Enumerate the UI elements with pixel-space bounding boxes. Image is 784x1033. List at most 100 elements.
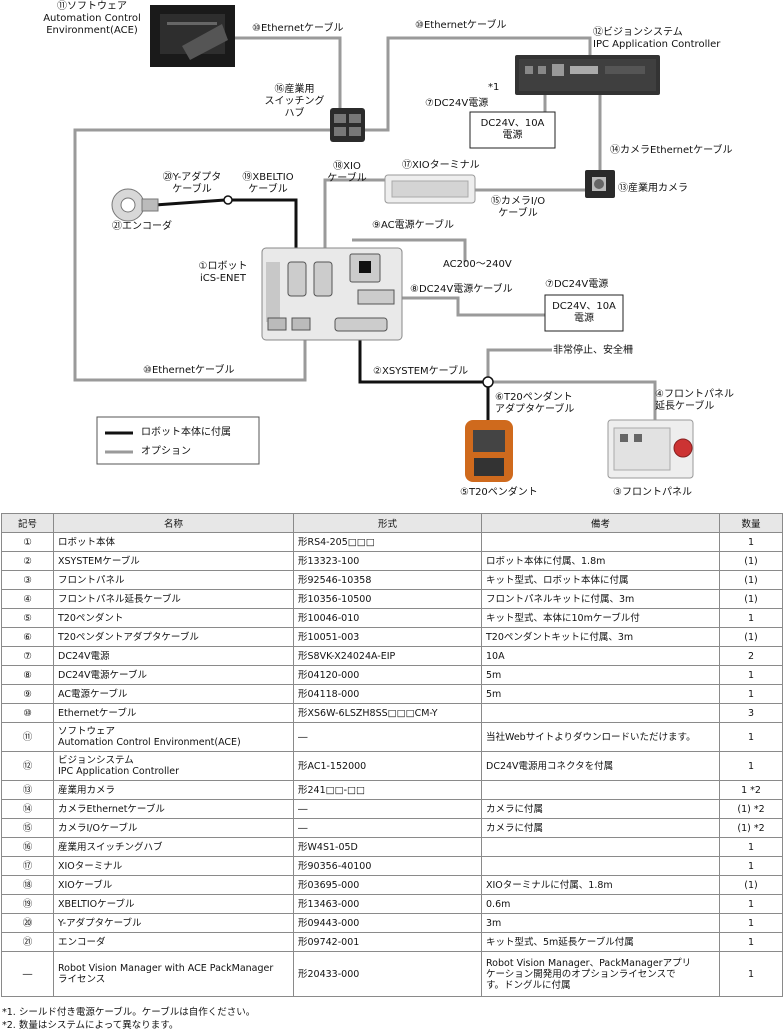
cell-type: 形10051-003 (293, 627, 482, 647)
cell-name: 産業用カメラ (53, 780, 294, 800)
camera-eth-cable-label: ⑭カメラEthernetケーブル (610, 145, 733, 156)
cell-name: ロボット本体 (53, 532, 294, 552)
cell-no: ⑥ (1, 627, 54, 647)
included-cables (154, 198, 490, 420)
robot-controller (261, 247, 403, 341)
cell-type: 形W4S1-05D (293, 837, 482, 857)
estop-cable (486, 348, 552, 382)
note-star-1: *1 (488, 82, 500, 93)
cell-type: 形90356-40100 (293, 856, 482, 876)
cell-name: フロントパネル (53, 570, 294, 590)
dc24v-box-1-text: DC24V、10A 電源 (480, 118, 545, 141)
cell-name: XIOケーブル (53, 875, 294, 895)
cell-note (481, 837, 720, 857)
cell-qty: 1 (719, 684, 783, 704)
cell-type: ― (293, 818, 482, 838)
cell-qty: (1) (719, 551, 783, 571)
header-name: 名称 (53, 513, 294, 533)
cell-name: フロントパネル延長ケーブル (53, 589, 294, 609)
xbeltio-label: ⑲XBELTIO ケーブル (242, 172, 294, 195)
cell-qty: 2 (719, 646, 783, 666)
xio-cable-label: ⑱XIO ケーブル (327, 161, 367, 184)
cell-no: ⑰ (1, 856, 54, 876)
cell-qty: (1) (719, 570, 783, 590)
cell-type: 形09742-001 (293, 932, 482, 952)
y-adapter-node (223, 195, 233, 205)
eth-cable-label-3: ⑩Ethernetケーブル (143, 365, 235, 376)
cell-qty: 1 (719, 894, 783, 914)
front-ext-cable (488, 380, 657, 420)
cell-no: ⑧ (1, 665, 54, 685)
cell-type: 形13463-000 (293, 894, 482, 914)
footnote-1: *1. シールド付き電源ケーブル。ケーブルは自作ください。 (2, 1007, 256, 1018)
eth-cable-label-2: ⑩Ethernetケーブル (415, 20, 507, 31)
xio-cable (323, 178, 385, 265)
table-header-row: 記号 名称 形式 備考 数量 (1, 513, 783, 533)
footnote-2: *2. 数量はシステムによって異なります。 (2, 1020, 179, 1031)
xio-terminal-label: ⑰XIOターミナル (402, 160, 480, 171)
cell-type: ― (293, 799, 482, 819)
industrial-camera (585, 170, 615, 198)
cell-note: T20ペンダントキットに付属、3m (481, 627, 720, 647)
cell-note: Robot Vision Manager、PackManagerアプリ ケーショ… (481, 951, 720, 997)
system-configuration-diagram: ⑪ソフトウェア Automation Control Environment(A… (0, 0, 784, 505)
cell-qty: (1) *2 (719, 799, 783, 819)
cell-name: Y-アダプタケーブル (53, 913, 294, 933)
header-qty: 数量 (719, 513, 783, 533)
front-panel-label: ③フロントパネル (613, 487, 692, 498)
cell-name: DC24V電源ケーブル (53, 665, 294, 685)
cell-name: XSYSTEMケーブル (53, 551, 294, 571)
camera-label: ⑬産業用カメラ (618, 183, 688, 194)
vision-system-label: ⑫ビジョンシステム IPC Application Controller (593, 27, 721, 50)
cell-type: 形RS4-205□□□ (293, 532, 482, 552)
switching-hub (330, 108, 365, 142)
encoder (111, 188, 159, 222)
header-note: 備考 (481, 513, 720, 533)
legend-option-label: オプション (141, 446, 191, 457)
robot-label: ①ロボット iCS-ENET (198, 261, 248, 284)
cell-type: 形10046-010 (293, 608, 482, 628)
cell-no: ⑫ (1, 751, 54, 781)
ac-voltage-label: AC200～240V (443, 259, 512, 270)
cell-note: キット型式、5m延長ケーブル付属 (481, 932, 720, 952)
cell-no: ③ (1, 570, 54, 590)
dc24v-label-1: ⑦DC24V電源 (425, 98, 489, 109)
cell-note: XIOターミナルに付属、1.8m (481, 875, 720, 895)
option-cables (73, 36, 657, 420)
cell-no: ⑱ (1, 875, 54, 895)
cell-no: ⑦ (1, 646, 54, 666)
cell-type: 形03695-000 (293, 875, 482, 895)
dc24v-supply-box-2 (544, 294, 624, 332)
encoder-label: ㉑エンコーダ (112, 221, 172, 232)
legend (96, 416, 260, 465)
t20-pendant-label: ⑤T20ペンダント (460, 487, 538, 498)
encoder-cable (154, 198, 226, 207)
front-panel (607, 419, 694, 479)
xio-terminal (384, 174, 476, 204)
cable-junction-node (482, 376, 494, 388)
cell-type: 形S8VK-X24024A-EIP (293, 646, 482, 666)
cell-note: カメラに付属 (481, 799, 720, 819)
cell-note: キット型式、ロボット本体に付属 (481, 570, 720, 590)
cell-qty: 1 (719, 837, 783, 857)
cell-no: ① (1, 532, 54, 552)
cell-qty: 1 (719, 532, 783, 552)
ac-power-cable (352, 238, 467, 262)
legend-included-label: ロボット本体に付属 (141, 427, 231, 438)
cell-no: ⑲ (1, 894, 54, 914)
cell-type: 形92546-10358 (293, 570, 482, 590)
cell-no: ⑪ (1, 722, 54, 752)
cell-qty: 1 (719, 856, 783, 876)
cell-note (481, 780, 720, 800)
